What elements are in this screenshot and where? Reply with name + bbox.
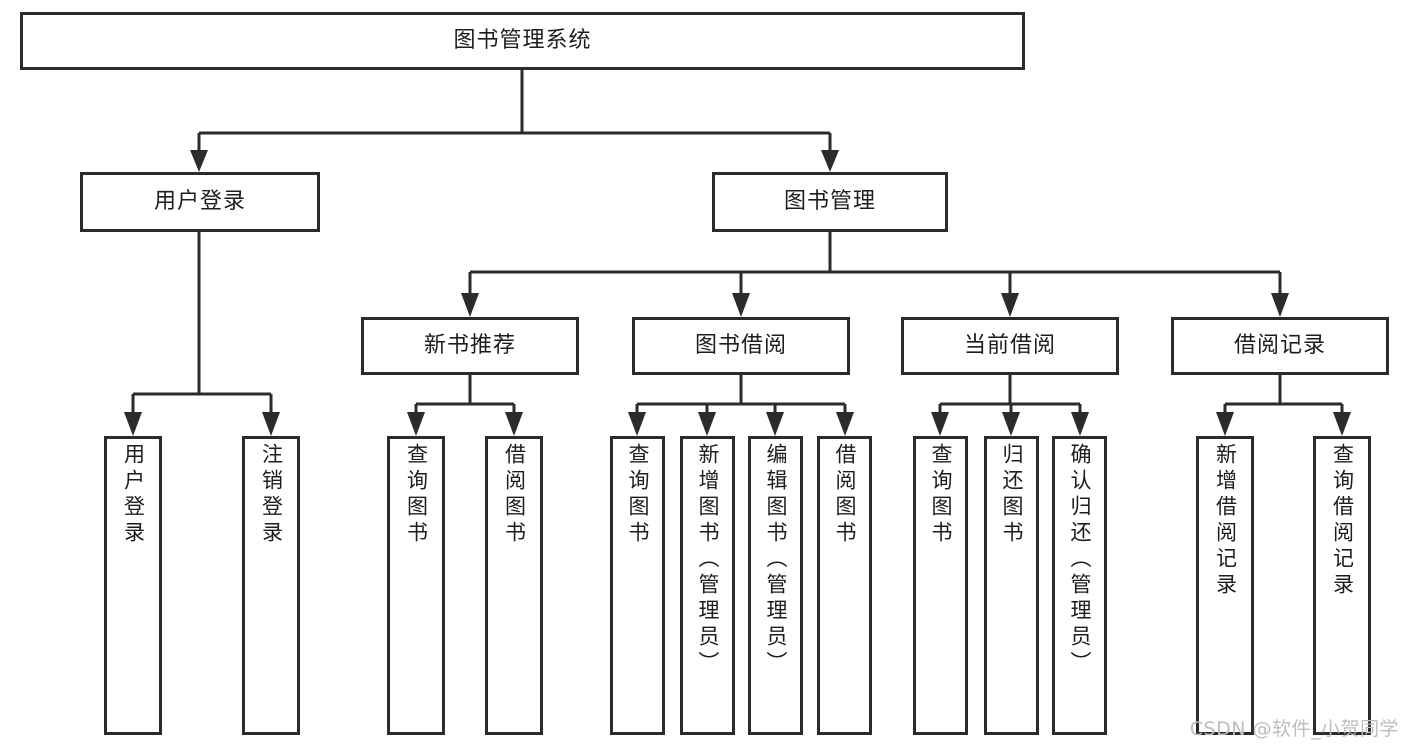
- arrowhead-leaf-query-book-borrow: [628, 412, 646, 436]
- node-leaf-user-login[interactable]: 用户登录: [104, 436, 162, 735]
- node-leaf-logout-login[interactable]: 注销登录: [242, 436, 300, 735]
- node-leaf-query-book-current-label: 查询图书: [929, 443, 953, 547]
- node-leaf-query-book-rec-label: 查询图书: [404, 443, 429, 547]
- node-leaf-add-borrow-record[interactable]: 新增借阅记录: [1196, 436, 1254, 735]
- arrowhead-borrow-record: [1271, 293, 1289, 317]
- node-leaf-confirm-return-admin-label: 确认归还（管理员）: [1068, 443, 1092, 677]
- arrowhead-leaf-query-borrow-record: [1333, 412, 1351, 436]
- arrowhead-new-book-recommend: [461, 293, 479, 317]
- arrowhead-leaf-borrow-book-rec: [505, 412, 523, 436]
- node-leaf-query-borrow-record-label: 查询借阅记录: [1330, 443, 1355, 599]
- node-leaf-logout-login-label: 注销登录: [259, 443, 284, 547]
- node-leaf-borrow-book[interactable]: 借阅图书: [817, 436, 872, 735]
- node-leaf-edit-book-admin[interactable]: 编辑图书（管理员）: [748, 436, 803, 735]
- node-leaf-add-book-admin[interactable]: 新增图书（管理员）: [680, 436, 735, 735]
- arrowhead-leaf-confirm-return-admin: [1071, 412, 1089, 436]
- node-leaf-borrow-book-label: 借阅图书: [833, 443, 857, 547]
- node-book-borrow[interactable]: 图书借阅: [632, 317, 850, 375]
- arrowhead-leaf-logout-login: [262, 412, 280, 436]
- arrowhead-book-manage: [821, 150, 839, 172]
- arrowhead-leaf-return-book: [1002, 412, 1020, 436]
- arrowhead-current-borrow: [1001, 293, 1019, 317]
- node-leaf-query-borrow-record[interactable]: 查询借阅记录: [1313, 436, 1371, 735]
- node-leaf-return-book-label: 归还图书: [1000, 443, 1024, 547]
- arrowhead-leaf-add-borrow-record: [1216, 412, 1234, 436]
- node-book-borrow-label: 图书借阅: [694, 333, 787, 359]
- arrowhead-user-login: [190, 150, 208, 172]
- node-leaf-edit-book-admin-label: 编辑图书（管理员）: [764, 443, 788, 677]
- node-leaf-query-book-current[interactable]: 查询图书: [913, 436, 968, 735]
- node-root[interactable]: 图书管理系统: [20, 12, 1025, 70]
- node-new-book-recommend[interactable]: 新书推荐: [361, 317, 579, 375]
- node-leaf-query-book-borrow[interactable]: 查询图书: [610, 436, 665, 735]
- node-user-login[interactable]: 用户登录: [80, 172, 320, 232]
- arrowhead-leaf-add-book-admin: [698, 412, 716, 436]
- node-leaf-add-book-admin-label: 新增图书（管理员）: [696, 443, 720, 677]
- watermark: CSDN @软件_小贺同学: [1189, 718, 1399, 740]
- node-root-label: 图书管理系统: [453, 28, 592, 54]
- node-leaf-return-book[interactable]: 归还图书: [984, 436, 1039, 735]
- node-leaf-query-book-borrow-label: 查询图书: [626, 443, 650, 547]
- node-borrow-record-label: 借阅记录: [1233, 333, 1326, 359]
- node-current-borrow-label: 当前借阅: [963, 333, 1056, 359]
- node-user-login-label: 用户登录: [153, 189, 246, 215]
- arrowhead-leaf-edit-book-admin: [766, 412, 784, 436]
- arrowhead-leaf-query-book-current: [931, 412, 949, 436]
- arrowhead-leaf-user-login: [124, 412, 142, 436]
- node-leaf-user-login-label: 用户登录: [121, 443, 146, 547]
- arrowhead-book-borrow: [732, 293, 750, 317]
- node-book-manage-label: 图书管理: [783, 189, 876, 215]
- node-book-manage[interactable]: 图书管理: [712, 172, 948, 232]
- arrowhead-leaf-borrow-book: [836, 412, 854, 436]
- node-new-book-recommend-label: 新书推荐: [423, 333, 516, 359]
- node-leaf-query-book-rec[interactable]: 查询图书: [387, 436, 445, 735]
- node-leaf-borrow-book-rec-label: 借阅图书: [502, 443, 527, 547]
- arrowhead-leaf-query-book-rec: [407, 412, 425, 436]
- node-current-borrow[interactable]: 当前借阅: [901, 317, 1119, 375]
- node-leaf-borrow-book-rec[interactable]: 借阅图书: [485, 436, 543, 735]
- node-borrow-record[interactable]: 借阅记录: [1171, 317, 1389, 375]
- node-leaf-confirm-return-admin[interactable]: 确认归还（管理员）: [1052, 436, 1107, 735]
- node-leaf-add-borrow-record-label: 新增借阅记录: [1213, 443, 1238, 599]
